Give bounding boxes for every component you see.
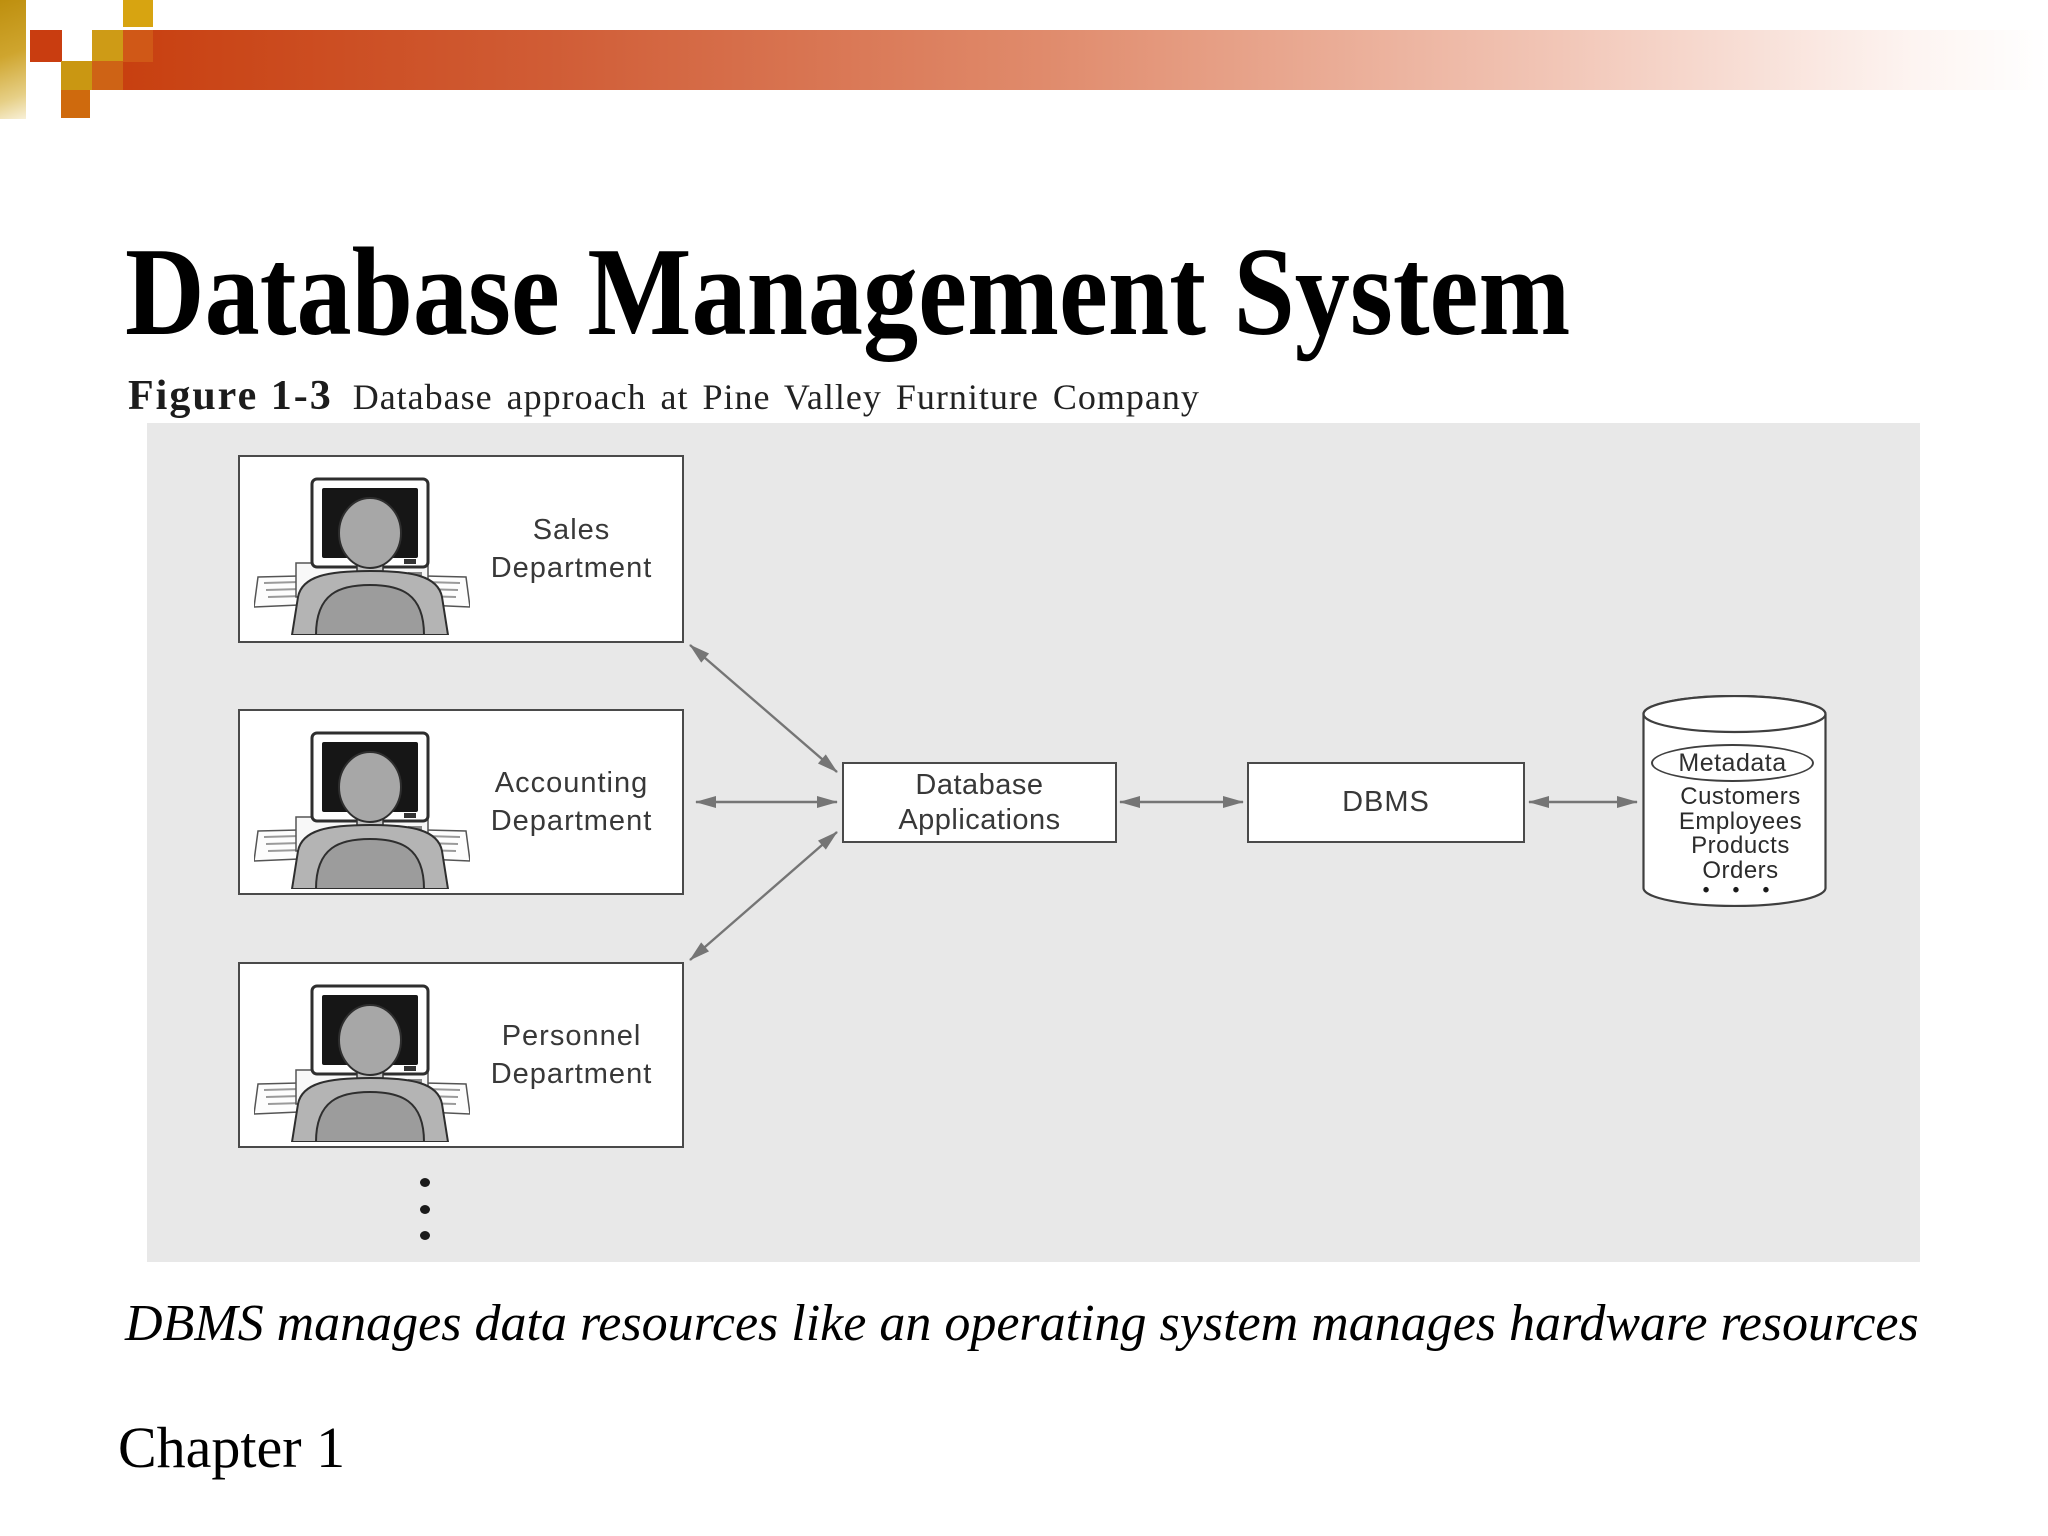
figure-caption: Figure 1-3 Database approach at Pine Vall…: [128, 372, 1200, 420]
figure-diagram: Sales Department Accounting: [147, 423, 1920, 1262]
dbms-node: DBMS: [1247, 762, 1525, 843]
footnote-text: DBMS manages data resources like an oper…: [125, 1295, 1919, 1352]
connector-arrows-layer: [689, 644, 1638, 961]
datastore-item: Customers: [1680, 783, 1801, 810]
decor-square-orange-mid: [92, 61, 123, 90]
personnel-department-node: Personnel Department: [238, 962, 684, 1148]
arrow-sales-to-apps: [689, 644, 838, 773]
person-at-computer-illustration: [254, 731, 470, 889]
decor-square-orange-bar: [123, 30, 153, 62]
decor-square-orange-bottom: [61, 90, 90, 118]
arrow-personnel-to-apps: [689, 831, 838, 961]
person-at-computer-illustration: [254, 477, 470, 635]
page-title: Database Management System: [125, 223, 1571, 363]
metadata-oval: Metadata: [1651, 744, 1814, 782]
datastore-item: Employees: [1678, 807, 1803, 835]
sales-department-label: Sales Department: [490, 514, 653, 584]
vertical-ellipsis-icon: [419, 1178, 431, 1240]
figure-caption-text: Database approach at Pine Valley Furnitu…: [352, 377, 1200, 417]
chapter-label: Chapter 1: [118, 1415, 346, 1480]
decor-square-gold-top: [123, 0, 153, 27]
sales-department-node: Sales Department: [238, 455, 684, 643]
figure-label: Figure 1-3: [128, 373, 333, 419]
datastore-item: Orders: [1702, 856, 1779, 884]
header-gradient-bar: [123, 30, 2048, 90]
database-applications-node: Database Applications: [842, 762, 1117, 843]
decor-square-red: [30, 30, 62, 62]
datastore-item: Products: [1691, 832, 1790, 859]
accounting-department-node: Accounting Department: [238, 709, 684, 895]
header-left-gold-strip: [0, 0, 26, 119]
datastore-item-list: Customers Employees Products Orders: [1642, 783, 1827, 884]
decor-square-gold-low: [61, 61, 92, 90]
database-cylinder: Metadata Customers Employees Products Or…: [1642, 695, 1827, 907]
person-at-computer-illustration: [254, 984, 470, 1142]
datastore-more-indicator: • • •: [1702, 880, 1779, 901]
personnel-department-label: Personnel Department: [490, 1020, 653, 1090]
decor-square-gold-mid: [92, 30, 123, 62]
accounting-department-label: Accounting Department: [490, 767, 653, 837]
